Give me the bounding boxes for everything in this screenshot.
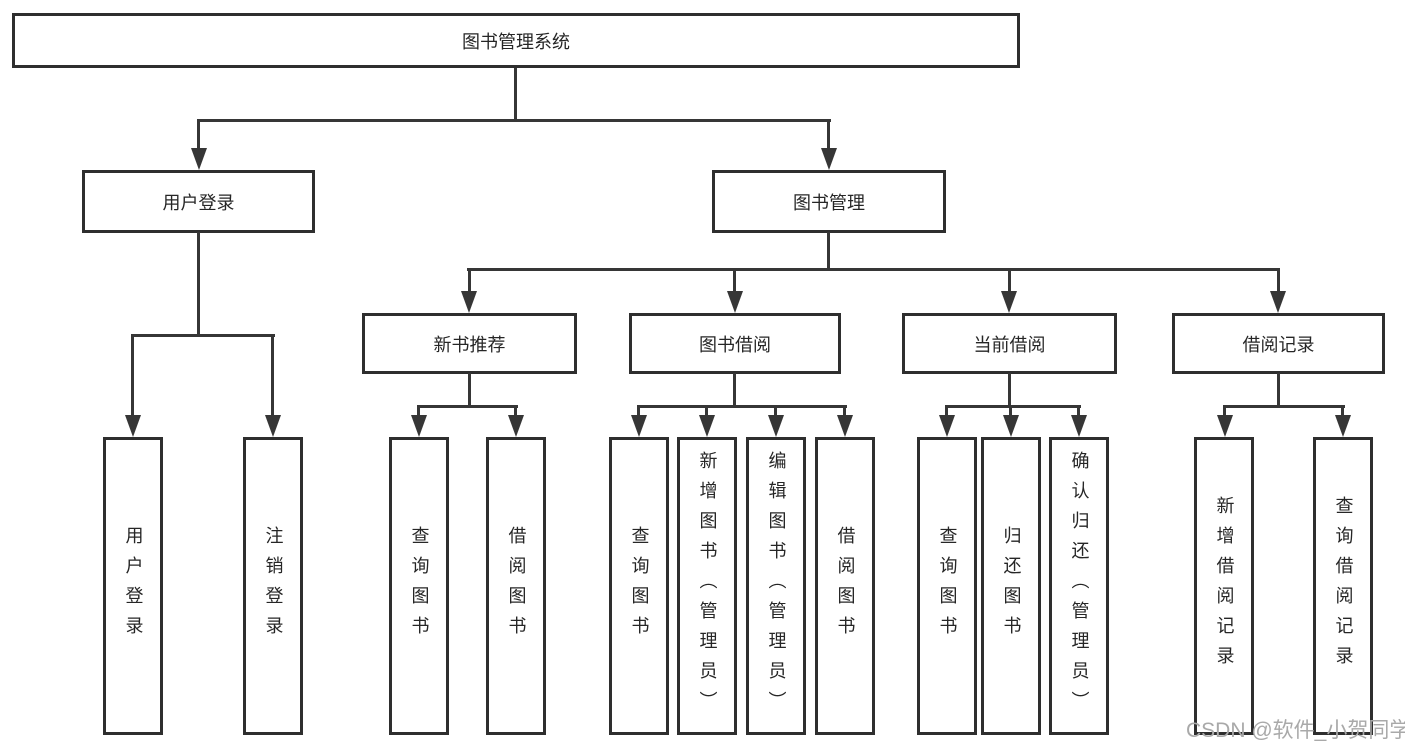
node-label: 图书借阅 [699,334,771,355]
connector-line [945,405,1081,408]
arrowhead-down-icon [727,291,743,313]
node-leaf-query-borrow-record: 查询借阅记录 [1313,437,1373,735]
node-leaf-user-login: 用户登录 [103,437,163,735]
connector-line [1008,268,1011,293]
node-current-borrowing: 当前借阅 [902,313,1117,374]
connector-line [131,334,134,417]
arrowhead-down-icon [125,415,141,437]
connector-line [1223,405,1226,417]
node-label: 图书管理 [793,192,865,213]
arrowhead-down-icon [1001,291,1017,313]
node-label: 查询借阅记录 [1333,496,1354,676]
arrowhead-down-icon [1071,415,1087,437]
connector-line [945,405,948,417]
connector-line [774,405,777,417]
node-label: 借阅图书 [506,526,527,646]
node-label: 归还图书 [1001,526,1022,646]
arrowhead-down-icon [411,415,427,437]
node-leaf-borrow-books-2: 借阅图书 [815,437,875,735]
node-label: 查询图书 [937,526,958,646]
arrowhead-down-icon [191,148,207,170]
node-leaf-logout: 注销登录 [243,437,303,735]
node-label: 新书推荐 [433,334,506,355]
connector-line [1277,373,1280,407]
node-label: 用户登录 [123,526,144,646]
node-label: 新增借阅记录 [1214,496,1235,676]
connector-line [468,373,471,407]
connector-line [514,68,517,121]
node-label: 查询图书 [409,526,430,646]
node-label: 借阅记录 [1242,334,1315,355]
connector-line [637,405,640,417]
connector-line [197,119,831,122]
connector-line [1223,405,1345,408]
arrowhead-down-icon [1335,415,1351,437]
connector-line [637,405,847,408]
node-leaf-borrow-books-1: 借阅图书 [486,437,546,735]
connector-line [733,268,736,293]
connector-line [468,268,471,293]
node-label: 当前借阅 [973,334,1046,355]
node-user-login-branch: 用户登录 [82,170,315,233]
arrowhead-down-icon [631,415,647,437]
connector-line [827,119,830,150]
connector-line [827,232,830,270]
arrowhead-down-icon [265,415,281,437]
node-leaf-query-books-1: 查询图书 [389,437,449,735]
node-label: 确认归还（管理员） [1069,451,1090,721]
connector-line [467,268,1280,271]
connector-line [417,405,420,417]
node-new-book-recommendation: 新书推荐 [362,313,577,374]
node-label: 注销登录 [263,526,284,646]
arrowhead-down-icon [508,415,524,437]
node-leaf-return-books: 归还图书 [981,437,1041,735]
arrowhead-down-icon [1217,415,1233,437]
node-label: 图书管理系统 [462,31,570,52]
csdn-watermark: CSDN @软件_小贺同学 [1186,719,1405,742]
node-label: 编辑图书（管理员） [766,451,787,721]
connector-line [197,119,200,150]
node-label: 新增图书（管理员） [697,451,718,721]
connector-line [1077,405,1080,417]
connector-line [1009,405,1012,417]
connector-line [1277,268,1280,293]
node-leaf-add-borrow-record: 新增借阅记录 [1194,437,1254,735]
node-leaf-confirm-return-admin: 确认归还（管理员） [1049,437,1109,735]
node-label: 用户登录 [162,192,235,213]
connector-line [843,405,846,417]
node-label: 查询图书 [629,526,650,646]
arrowhead-down-icon [939,415,955,437]
node-book-borrowing: 图书借阅 [629,313,841,374]
node-leaf-edit-books-admin: 编辑图书（管理员） [746,437,806,735]
connector-line [733,373,736,407]
arrowhead-down-icon [1270,291,1286,313]
arrowhead-down-icon [699,415,715,437]
connector-line [1341,405,1344,417]
arrowhead-down-icon [768,415,784,437]
node-leaf-query-books-3: 查询图书 [917,437,977,735]
connector-line [131,334,275,337]
connector-line [271,334,274,417]
connector-line [197,232,200,336]
connector-line [1008,373,1011,407]
arrowhead-down-icon [461,291,477,313]
arrowhead-down-icon [821,148,837,170]
connector-line [514,405,517,417]
connector-line [417,405,518,408]
node-book-management-branch: 图书管理 [712,170,946,233]
arrowhead-down-icon [837,415,853,437]
node-library-management-system: 图书管理系统 [12,13,1020,68]
connector-line [705,405,708,417]
node-label: 借阅图书 [835,526,856,646]
node-borrowing-records: 借阅记录 [1172,313,1385,374]
node-leaf-add-books-admin: 新增图书（管理员） [677,437,737,735]
node-leaf-query-books-2: 查询图书 [609,437,669,735]
arrowhead-down-icon [1003,415,1019,437]
